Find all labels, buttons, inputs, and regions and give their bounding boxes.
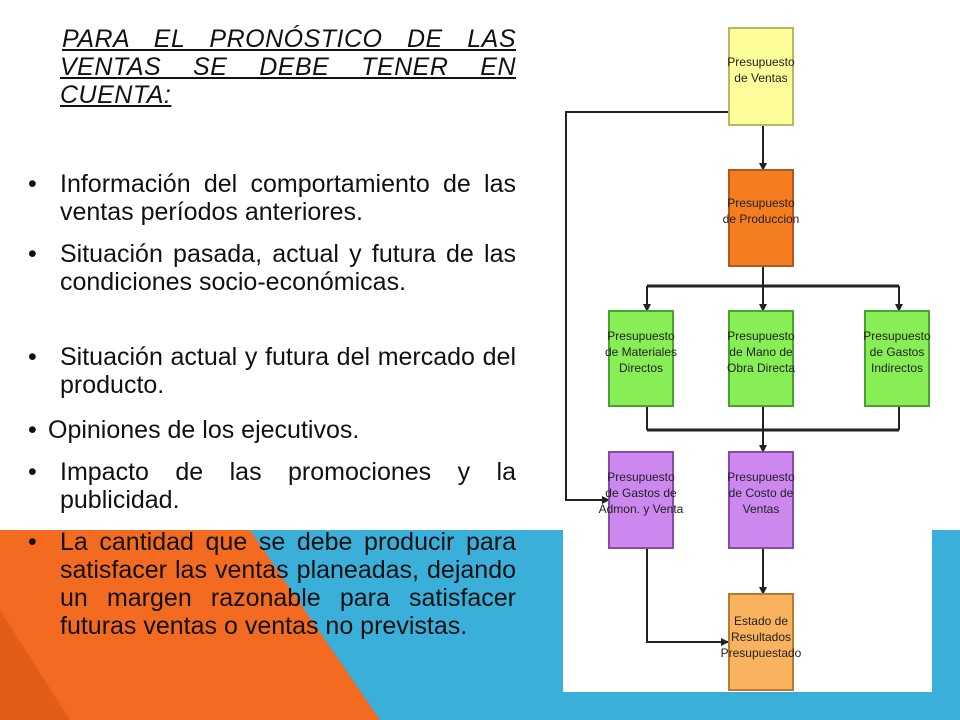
arrow-gastos-admon-to-estado: [646, 548, 729, 646]
bullet-item-5: • Impacto de las promociones y la public…: [24, 458, 516, 514]
node-ventas-line-1: Presupuesto: [727, 55, 795, 69]
bullet-text-4: Opiniones de los ejecutivos.: [48, 416, 360, 444]
bullet-dot: •: [28, 458, 37, 486]
node-produccion-line-2: de Produccion: [723, 212, 800, 226]
node-presupuesto-materiales: Presupuesto de Materiales Directos: [605, 310, 677, 407]
slide-heading: PARA EL PRONÓSTICO DE LAS VENTAS SE DEBE…: [60, 25, 516, 109]
node-presupuesto-mano-obra: Presupuesto de Mano de Obra Directa: [727, 310, 795, 407]
text-column: PARA EL PRONÓSTICO DE LAS VENTAS SE DEBE…: [24, 25, 516, 640]
node-presupuesto-gastos-admon: Presupuesto de Gastos de Admon. y Venta: [599, 451, 684, 549]
node-estado-line-3: Presupuestado: [721, 646, 802, 660]
node-costo-ventas-line-3: Ventas: [743, 502, 780, 516]
heading-line-3: CUENTA:: [60, 81, 172, 109]
node-gastos-admon-line-1: Presupuesto: [607, 470, 675, 484]
node-ventas-line-2: de Ventas: [734, 71, 787, 85]
arrow-ventas-to-gastos-admon: [565, 111, 729, 504]
bullet-dot: •: [28, 170, 37, 198]
bullet-item-6: • La cantidad que se debe producir para …: [24, 528, 516, 640]
node-estado-resultados: Estado de Resultados Presupuestado: [721, 593, 802, 691]
bullet-text-1: Información del comportamiento de las ve…: [60, 170, 516, 226]
bullet-item-4: • Opiniones de los ejecutivos.: [24, 416, 516, 444]
bullet-dot: •: [28, 528, 37, 556]
node-presupuesto-produccion: Presupuesto de Produccion: [723, 169, 800, 267]
node-gastos-indirectos-line-2: de Gastos: [870, 345, 925, 359]
heading-line-1: PARA EL PRONÓSTICO DE LAS: [62, 25, 516, 53]
bullet-text-5: Impacto de las promociones y la publicid…: [60, 458, 516, 514]
bullet-dot: •: [28, 416, 37, 444]
node-mano-obra-line-2: de Mano de: [729, 345, 793, 359]
node-presupuesto-ventas: Presupuesto de Ventas: [727, 27, 795, 126]
orange-accent-triangle: [0, 530, 380, 720]
node-gastos-admon-line-2: de Gastos de: [605, 486, 677, 500]
node-mano-obra-line-1: Presupuesto: [727, 329, 795, 343]
bullet-dot: •: [28, 240, 37, 268]
budget-flow-diagram: Presupuesto de Ventas Presupuesto de Pro…: [563, 0, 932, 692]
bullet-dot: •: [28, 343, 37, 371]
heading-line-2: VENTAS SE DEBE TENER EN: [60, 53, 516, 81]
connectors: [565, 111, 903, 646]
node-mano-obra-line-3: Obra Directa: [727, 361, 795, 375]
bullet-text-6: La cantidad que se debe producir para sa…: [60, 528, 516, 640]
node-gastos-indirectos-line-1: Presupuesto: [863, 329, 931, 343]
node-presupuesto-gastos-indirectos: Presupuesto de Gastos Indirectos: [863, 310, 931, 407]
bullet-text-2: Situación pasada, actual y futura de las…: [60, 240, 516, 296]
node-estado-line-2: Resultados: [731, 630, 791, 644]
node-materiales-line-3: Directos: [619, 361, 663, 375]
node-costo-ventas-line-1: Presupuesto: [727, 470, 795, 484]
bullet-item-2: • Situación pasada, actual y futura de l…: [24, 240, 516, 296]
bullet-text-3: Situación actual y futura del mercado de…: [60, 343, 516, 399]
node-produccion-line-1: Presupuesto: [727, 196, 795, 210]
node-gastos-admon-line-3: Admon. y Venta: [599, 502, 684, 516]
bullet-item-3: • Situación actual y futura del mercado …: [24, 343, 516, 399]
node-costo-ventas-line-2: de Costo de: [729, 486, 794, 500]
bullet-item-1: • Información del comportamiento de las …: [24, 170, 516, 226]
node-materiales-line-1: Presupuesto: [607, 329, 675, 343]
node-presupuesto-costo-ventas: Presupuesto de Costo de Ventas: [727, 451, 795, 549]
node-materiales-line-2: de Materiales: [605, 345, 677, 359]
node-gastos-indirectos-line-3: Indirectos: [871, 361, 923, 375]
orange-accent-wedge: [0, 610, 70, 720]
node-estado-line-1: Estado de: [734, 614, 788, 628]
